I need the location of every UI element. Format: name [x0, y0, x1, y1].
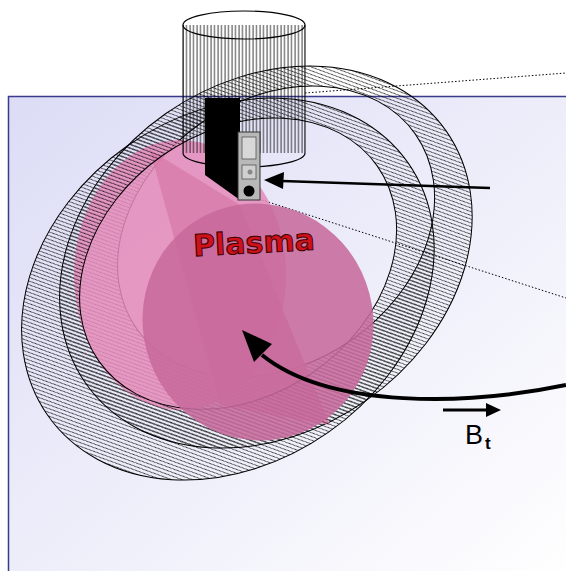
plasma-label: Plasma: [192, 222, 316, 263]
pointer-arrow: [282, 181, 490, 188]
panel: [9, 97, 566, 571]
probe-housing: [183, 11, 305, 167]
field-subscript: t: [485, 434, 491, 454]
probe: [205, 98, 260, 200]
pointer-arrow-head: [264, 172, 284, 189]
field-symbol: B: [465, 420, 483, 451]
field-arrow-head: [486, 403, 501, 417]
plasma-face: Plasma: [142, 202, 374, 442]
field-arrow: [443, 409, 488, 412]
vessel-front: [0, 20, 508, 559]
